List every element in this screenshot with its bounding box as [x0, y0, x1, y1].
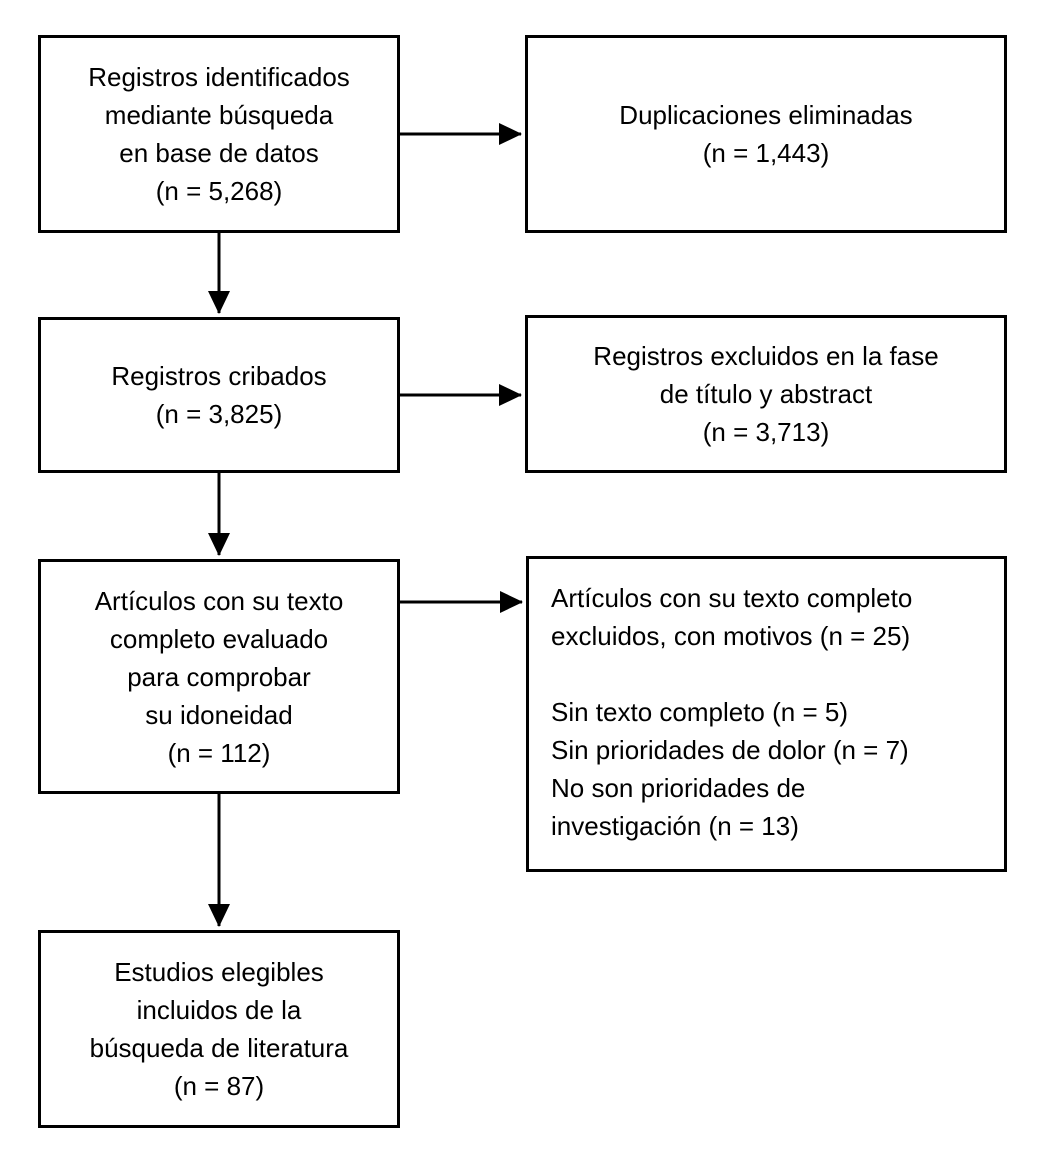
box-text-line: Registros identificados — [88, 62, 350, 92]
box-text-line: mediante búsqueda — [104, 100, 334, 130]
box-text-line: Duplicaciones eliminadas — [619, 100, 913, 130]
box-studies-included: Estudios elegibles incluidos de la búsqu… — [38, 930, 400, 1128]
exclusion-reason-line: No son prioridades de — [551, 773, 806, 803]
box-text-line: su idoneidad — [145, 699, 293, 730]
box-duplicates-removed: Duplicaciones eliminadas (n = 1,443) — [525, 35, 1007, 233]
box-text-line: Estudios elegibles — [114, 957, 324, 987]
box-heading-line: excluidos, con motivos (n = 25) — [551, 621, 911, 651]
box-text-line: de título y abstract — [659, 379, 873, 409]
box-text-line: completo evaluado — [109, 623, 329, 654]
box-records-screened: Registros cribados (n = 3,825) — [38, 317, 400, 473]
box-count-line: (n = 3,825) — [155, 399, 283, 429]
box-text-line: Registros cribados — [111, 361, 327, 391]
box-count-line: (n = 112) — [167, 737, 271, 768]
exclusion-reason-line: investigación (n = 13) — [551, 811, 799, 841]
box-count-line: (n = 3,713) — [702, 417, 830, 447]
box-fulltext-excluded: Artículos con su texto completo excluido… — [526, 556, 1007, 872]
box-text-line: búsqueda de literatura — [89, 1033, 349, 1063]
box-records-excluded-title-abstract: Registros excluidos en la fase de título… — [525, 315, 1007, 473]
box-count-line: (n = 5,268) — [155, 176, 283, 206]
box-text-line: Registros excluidos en la fase — [593, 341, 939, 371]
exclusion-reason-line: Sin texto completo (n = 5) — [551, 697, 848, 727]
box-records-identified: Registros identificados mediante búsqued… — [38, 35, 400, 233]
box-fulltext-assessed: Artículos con su texto completo evaluado… — [38, 559, 400, 794]
exclusion-reason-line: Sin prioridades de dolor (n = 7) — [551, 735, 909, 765]
box-count-line: (n = 87) — [173, 1071, 265, 1101]
box-text-line: en base de datos — [119, 138, 319, 168]
box-text-line: incluidos de la — [136, 995, 302, 1025]
box-count-line: (n = 1,443) — [702, 138, 830, 168]
box-heading-line: Artículos con su texto completo — [551, 583, 913, 613]
box-text-line: para comprobar — [127, 661, 311, 692]
box-text-line: Artículos con su texto — [94, 585, 344, 616]
